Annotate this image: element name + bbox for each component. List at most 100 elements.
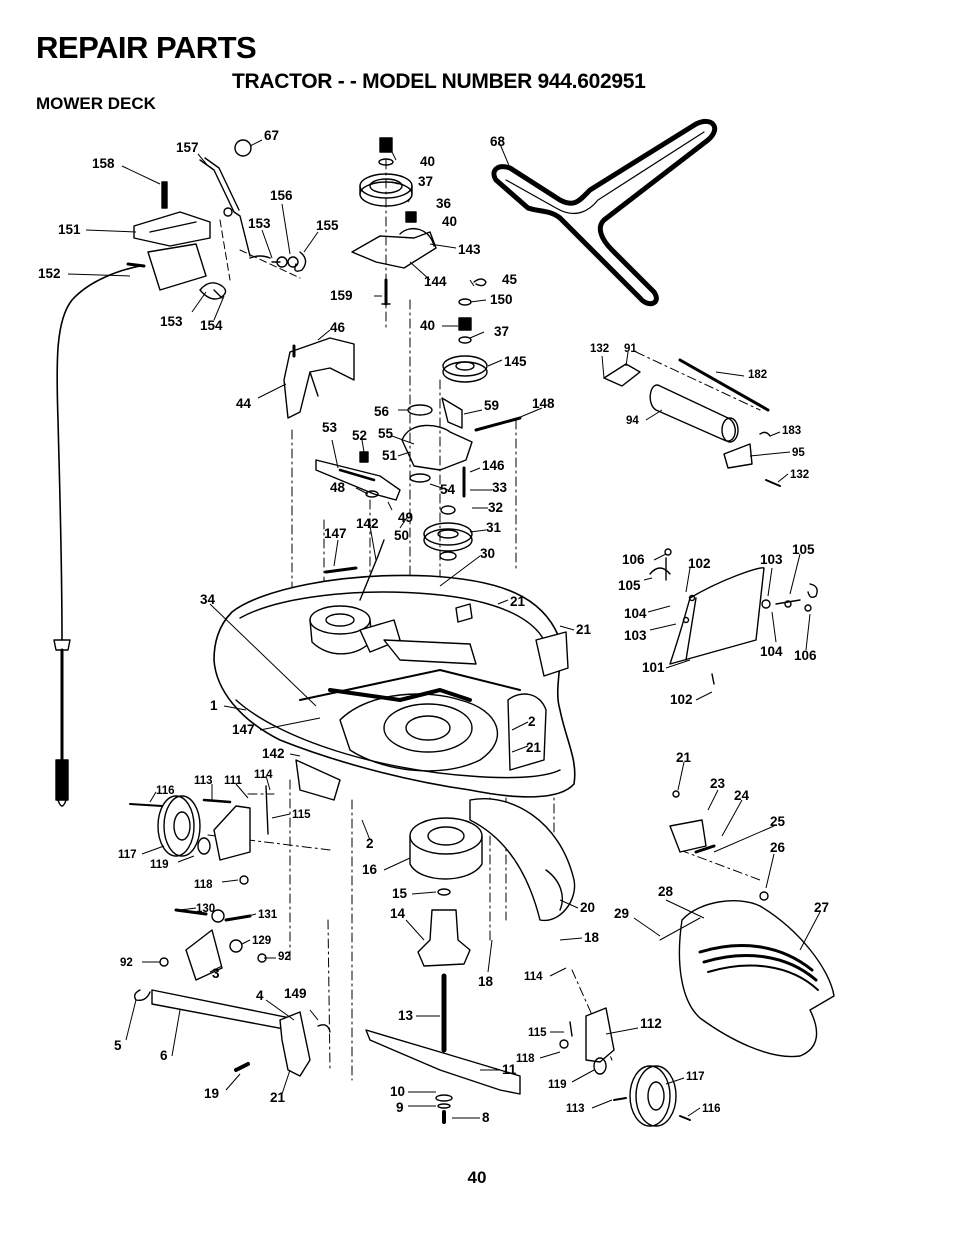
mower-deck-housing xyxy=(213,574,576,798)
callout-117: 117 xyxy=(686,1071,705,1083)
callout-14: 14 xyxy=(390,906,406,921)
callout-21: 21 xyxy=(510,594,526,609)
callout-67: 67 xyxy=(264,128,279,143)
callout-106: 106 xyxy=(622,552,645,567)
callout-147: 147 xyxy=(324,526,347,541)
callout-31: 31 xyxy=(486,520,502,535)
callout-154: 154 xyxy=(200,318,223,333)
callout-114: 114 xyxy=(254,769,273,781)
callout-2: 2 xyxy=(528,714,536,729)
blade-spindle-assembly xyxy=(365,817,521,1124)
callout-106: 106 xyxy=(794,648,817,663)
callout-142: 142 xyxy=(356,516,379,531)
callout-51: 51 xyxy=(382,448,398,463)
callout-30: 30 xyxy=(480,546,495,561)
callout-95: 95 xyxy=(792,447,805,459)
deck-belt-arm xyxy=(469,798,576,922)
callout-116: 116 xyxy=(702,1103,721,1115)
callout-150: 150 xyxy=(490,292,513,307)
callout-92: 92 xyxy=(278,951,291,963)
model-subtitle: TRACTOR - - MODEL NUMBER 944.602951 xyxy=(232,70,646,93)
anti-scalp-roller xyxy=(603,358,781,487)
leader-lines xyxy=(67,139,821,1119)
callout-13: 13 xyxy=(398,1008,414,1023)
callout-156: 156 xyxy=(270,188,293,203)
callout-143: 143 xyxy=(458,242,481,257)
callout-25: 25 xyxy=(770,814,786,829)
callout-91: 91 xyxy=(624,343,637,355)
callout-119: 119 xyxy=(150,859,169,871)
callout-54: 54 xyxy=(440,482,456,497)
callout-118: 118 xyxy=(516,1053,535,1065)
callout-118: 118 xyxy=(194,879,213,891)
callout-155: 155 xyxy=(316,218,339,233)
deck-pulley xyxy=(309,539,477,665)
callout-105: 105 xyxy=(792,542,815,557)
callout-36: 36 xyxy=(436,196,452,211)
callout-52: 52 xyxy=(352,428,367,443)
belt-guard xyxy=(283,337,355,419)
callout-117: 117 xyxy=(118,849,137,861)
callout-labels: 157 67 158 156 153 155 151 152 153 154 4… xyxy=(38,128,829,1125)
page-number: 40 xyxy=(467,1168,487,1187)
callout-55: 55 xyxy=(378,426,394,441)
callout-104: 104 xyxy=(624,606,647,621)
callout-6: 6 xyxy=(160,1048,168,1063)
callout-145: 145 xyxy=(504,354,527,369)
callout-115: 115 xyxy=(292,809,311,821)
callout-92: 92 xyxy=(120,957,133,969)
callout-37: 37 xyxy=(418,174,433,189)
callout-21: 21 xyxy=(270,1090,286,1105)
callout-131: 131 xyxy=(258,909,278,921)
callout-50: 50 xyxy=(394,528,409,543)
callout-45: 45 xyxy=(502,272,518,287)
callout-32: 32 xyxy=(488,500,503,515)
callout-116: 116 xyxy=(156,785,175,797)
callout-103: 103 xyxy=(760,552,783,567)
callout-132: 132 xyxy=(790,469,809,481)
callout-129: 129 xyxy=(252,935,271,947)
callout-9: 9 xyxy=(396,1100,404,1115)
page-title: REPAIR PARTS xyxy=(36,30,257,65)
callout-113: 113 xyxy=(194,775,213,787)
lift-cable xyxy=(53,262,146,807)
callout-11: 11 xyxy=(502,1062,517,1077)
callout-27: 27 xyxy=(814,900,829,915)
callout-112: 112 xyxy=(640,1016,662,1031)
callout-159: 159 xyxy=(330,288,353,303)
front-gauge-wheel-right xyxy=(559,1007,691,1127)
callout-3: 3 xyxy=(212,966,220,981)
callout-182: 182 xyxy=(748,369,767,381)
callout-28: 28 xyxy=(658,884,674,899)
callout-16: 16 xyxy=(362,862,378,877)
front-gauge-wheel-left xyxy=(129,759,341,885)
callout-21: 21 xyxy=(526,740,542,755)
callout-53: 53 xyxy=(322,420,338,435)
callout-183: 183 xyxy=(782,425,801,437)
callout-111: 111 xyxy=(224,775,243,787)
discharge-deflector xyxy=(649,548,818,685)
section-heading: MOWER DECK xyxy=(36,94,156,113)
callout-142: 142 xyxy=(262,746,285,761)
callout-4: 4 xyxy=(256,988,264,1003)
callout-147: 147 xyxy=(232,722,255,737)
center-drive-assembly xyxy=(315,397,522,561)
callout-119: 119 xyxy=(548,1079,567,1091)
callout-37: 37 xyxy=(494,324,509,339)
callout-114: 114 xyxy=(524,971,543,983)
callout-21: 21 xyxy=(676,750,692,765)
callout-130: 130 xyxy=(196,903,215,915)
grass-chute-cover xyxy=(659,790,835,1058)
callout-152: 152 xyxy=(38,266,61,281)
callout-33: 33 xyxy=(492,480,508,495)
callout-149: 149 xyxy=(284,986,307,1001)
callout-40: 40 xyxy=(442,214,457,229)
callout-59: 59 xyxy=(484,398,499,413)
callout-105: 105 xyxy=(618,578,641,593)
callout-153: 153 xyxy=(248,216,271,231)
callout-34: 34 xyxy=(200,592,216,607)
callout-2: 2 xyxy=(366,836,374,851)
callout-102: 102 xyxy=(688,556,711,571)
callout-44: 44 xyxy=(236,396,252,411)
